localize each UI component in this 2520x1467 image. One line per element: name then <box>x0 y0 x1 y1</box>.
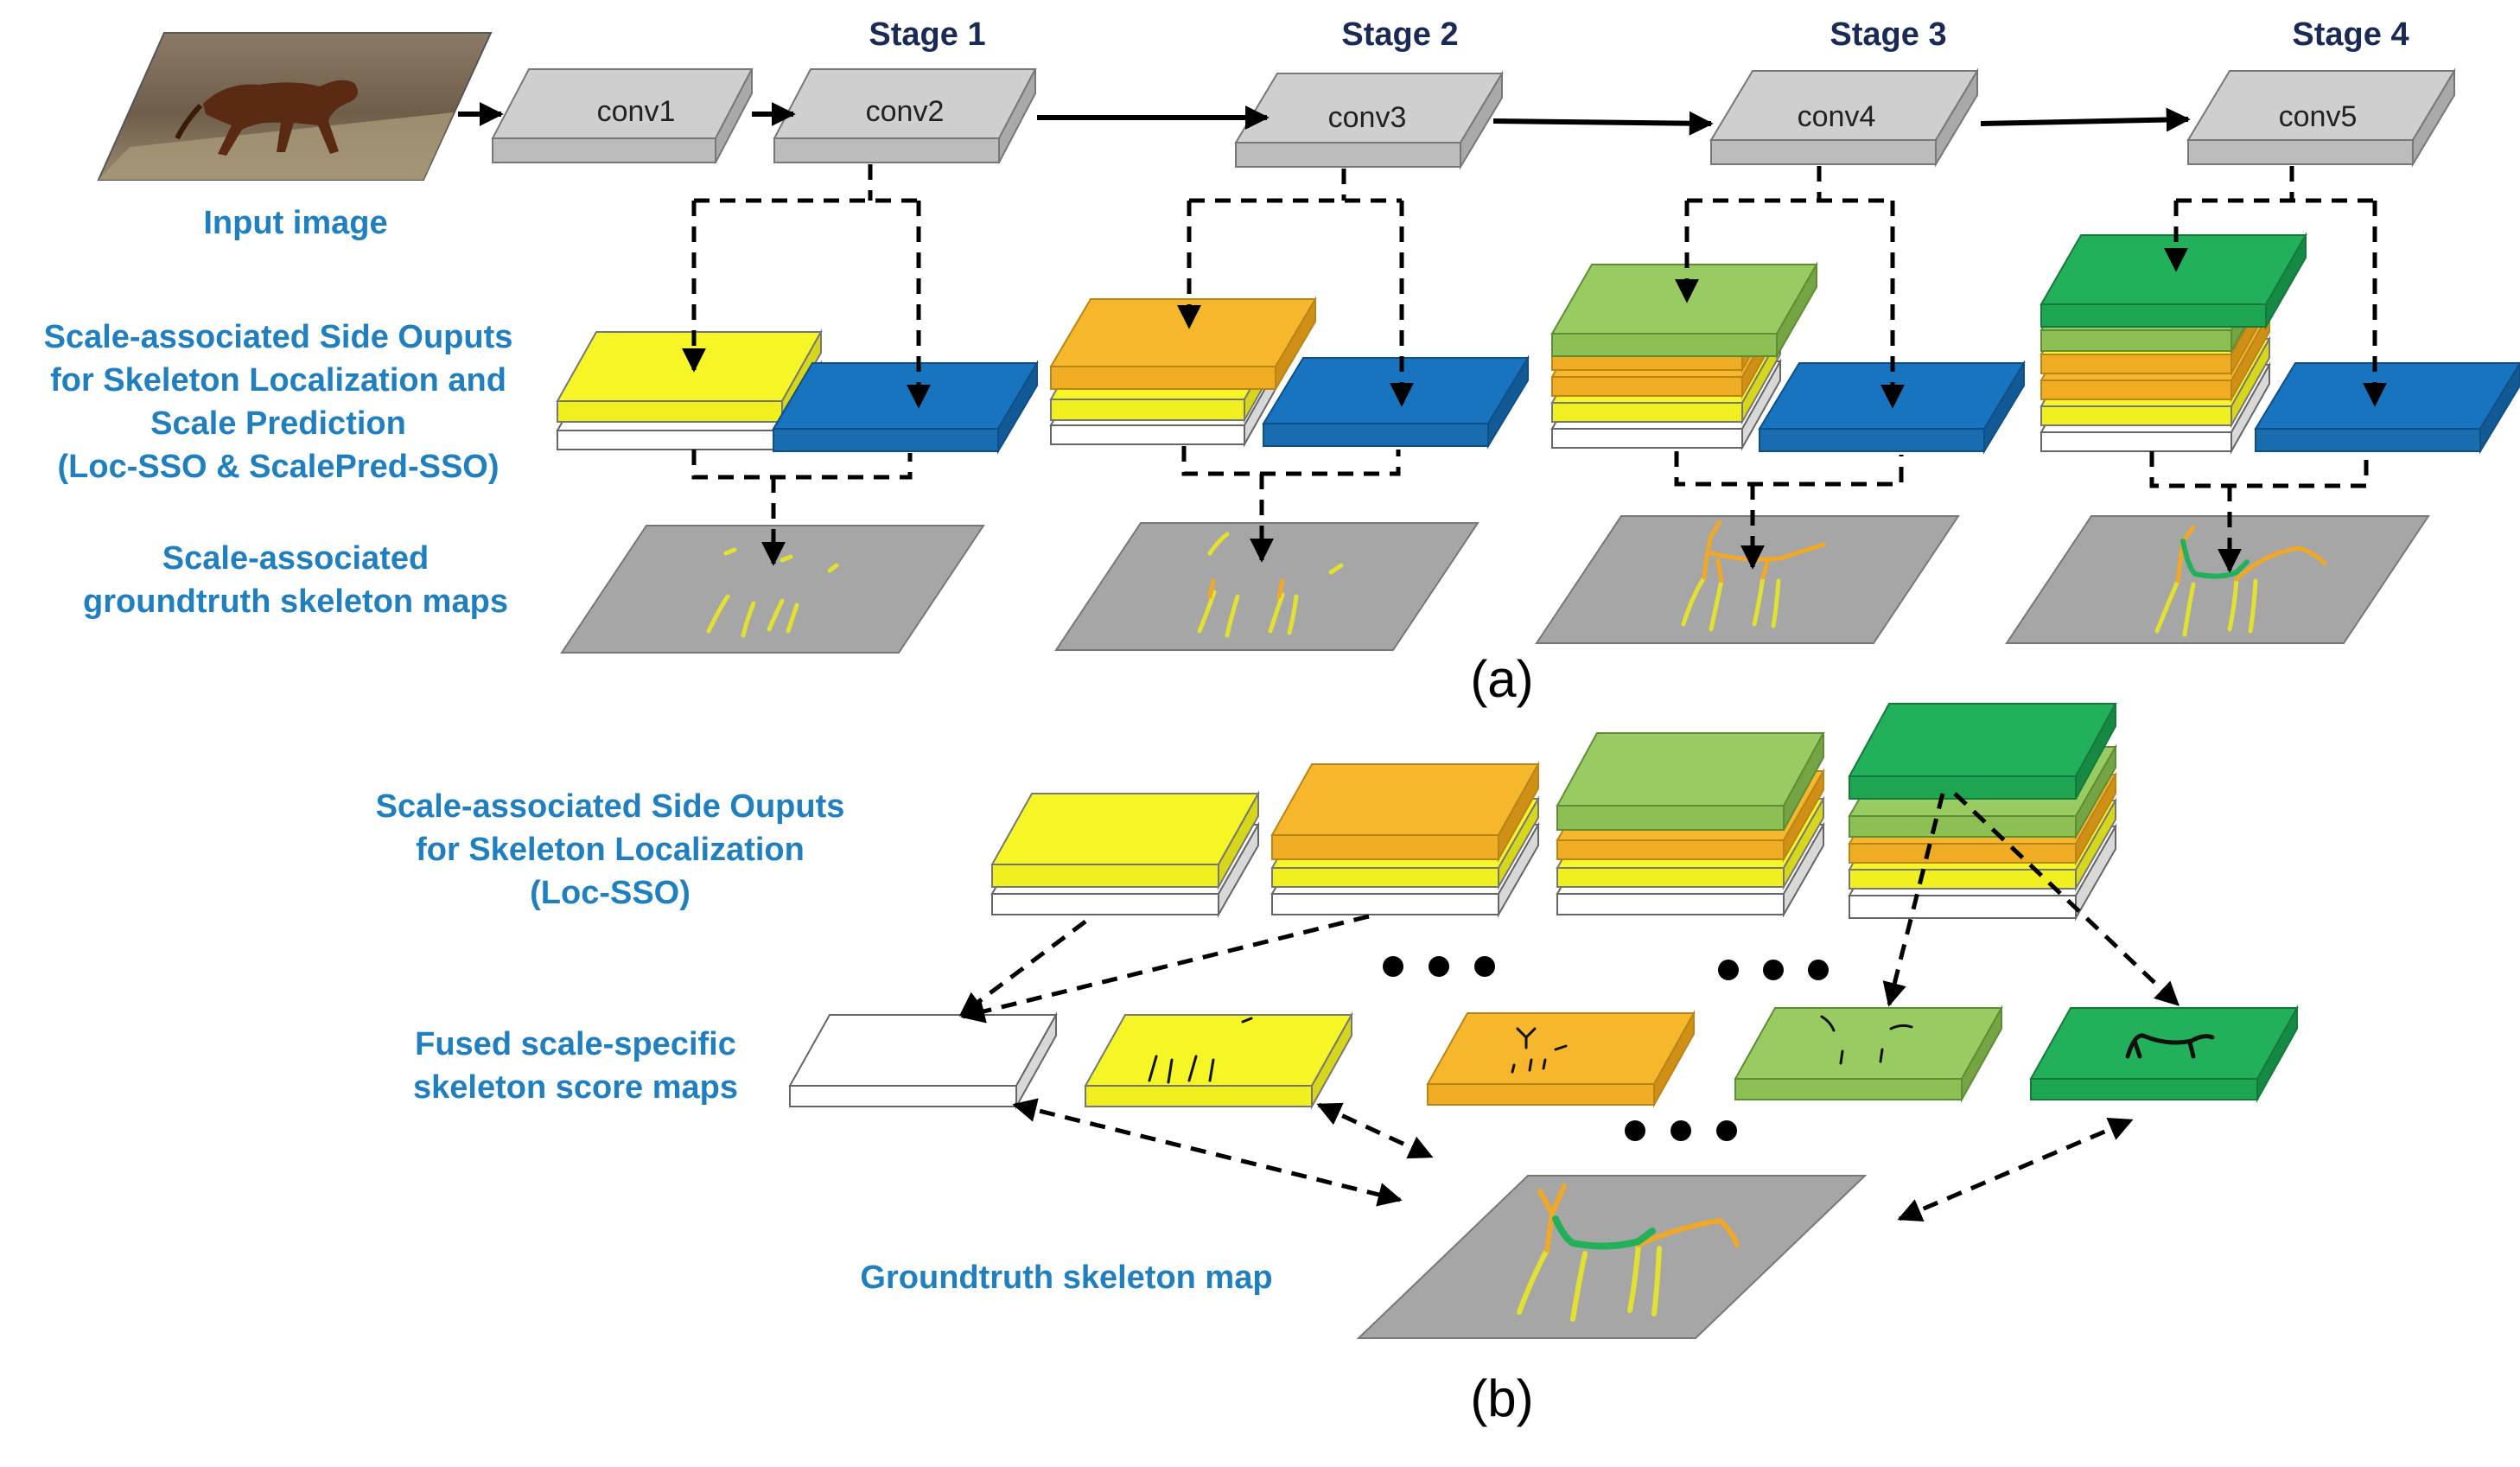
conv2-box: conv2 <box>773 68 1037 163</box>
stage3-groundtruth-map <box>1535 515 1960 644</box>
stage2-groundtruth-map <box>1054 522 1480 651</box>
stage3-side-outputs <box>1550 261 2026 455</box>
conv2-label: conv2 <box>866 95 945 128</box>
conv3-label: conv3 <box>1328 101 1407 134</box>
fused-label-line: skeleton score maps <box>413 1069 738 1106</box>
conv4-box: conv4 <box>1709 67 1979 168</box>
fused-map-green <box>2029 1005 2299 1103</box>
fused-map-orange <box>1426 1010 1696 1108</box>
loc-sso-stack-4 <box>1848 703 2117 922</box>
side-output-label-line: for Skeleton Localization and <box>50 362 506 399</box>
conv1-label: conv1 <box>597 95 676 128</box>
conv1-box: conv1 <box>491 68 754 163</box>
panel-b-dashed-arrows <box>958 792 2180 1222</box>
final-groundtruth-map <box>1356 1175 1868 1339</box>
stage4-groundtruth-map <box>2005 515 2430 644</box>
forward-arrows <box>458 102 2191 136</box>
stage-label: Stage 1 <box>869 16 985 53</box>
loc-sso-label-line: Scale-associated Side Ouputs <box>376 788 845 825</box>
input-horse-image <box>97 32 493 181</box>
fused-map-lightgreen <box>1734 1005 2003 1103</box>
stage-label: Stage 3 <box>1830 16 1946 53</box>
loc-sso-stack-2 <box>1270 761 1540 918</box>
conv3-box: conv3 <box>1234 70 1504 170</box>
stage2-side-outputs <box>1049 296 1530 450</box>
panel-a-side-label: Scale-associated Side Ouputs for Skeleto… <box>44 319 513 485</box>
groundtruth-label-line: Scale-associated <box>162 540 429 577</box>
conv4-label: conv4 <box>1798 100 1876 133</box>
stage-labels: Stage 1 Stage 2 Stage 3 Stage 4 <box>869 16 2409 53</box>
fused-map-yellow <box>1084 1011 1353 1110</box>
groundtruth-label-line: groundtruth skeleton maps <box>83 584 508 620</box>
loc-sso-stack-1 <box>990 790 1260 918</box>
groundtruth-map-label: Groundtruth skeleton map <box>860 1260 1272 1296</box>
panel-a-caption: (a) <box>1470 650 1533 708</box>
fused-map-white <box>788 1011 1058 1110</box>
loc-sso-stack-3 <box>1556 732 1825 918</box>
conv5-box: conv5 <box>2186 67 2456 168</box>
stage-label: Stage 2 <box>1341 16 1458 53</box>
fused-label-line: Fused scale-specific <box>415 1026 736 1062</box>
side-output-label-line: Scale-associated Side Ouputs <box>44 319 513 355</box>
panel-b-side-label: Scale-associated Side Ouputs for Skeleto… <box>376 788 845 911</box>
panel-b-caption: (b) <box>1470 1369 1533 1427</box>
panel-a-groundtruth-label: Scale-associated groundtruth skeleton ma… <box>83 540 508 620</box>
ellipsis-dots <box>1383 956 1829 1141</box>
stage1-groundtruth-map <box>560 525 985 654</box>
input-image-label: Input image <box>203 205 387 241</box>
conv-layers: conv1 conv2 conv3 conv4 conv5 <box>491 67 2456 170</box>
side-output-label-line: (Loc-SSO & ScalePred-SSO) <box>57 449 499 485</box>
side-output-label-line: Scale Prediction <box>150 405 406 442</box>
conv5-label: conv5 <box>2279 100 2358 133</box>
fused-maps-label: Fused scale-specific skeleton score maps <box>413 1026 738 1106</box>
stage1-side-outputs <box>556 328 1039 455</box>
loc-sso-label-line: (Loc-SSO) <box>530 875 690 911</box>
panel-a-dashed-connectors <box>682 164 2387 573</box>
loc-sso-label-line: for Skeleton Localization <box>416 832 805 868</box>
stage4-side-outputs <box>2040 232 2520 455</box>
stage-label: Stage 4 <box>2292 16 2409 53</box>
